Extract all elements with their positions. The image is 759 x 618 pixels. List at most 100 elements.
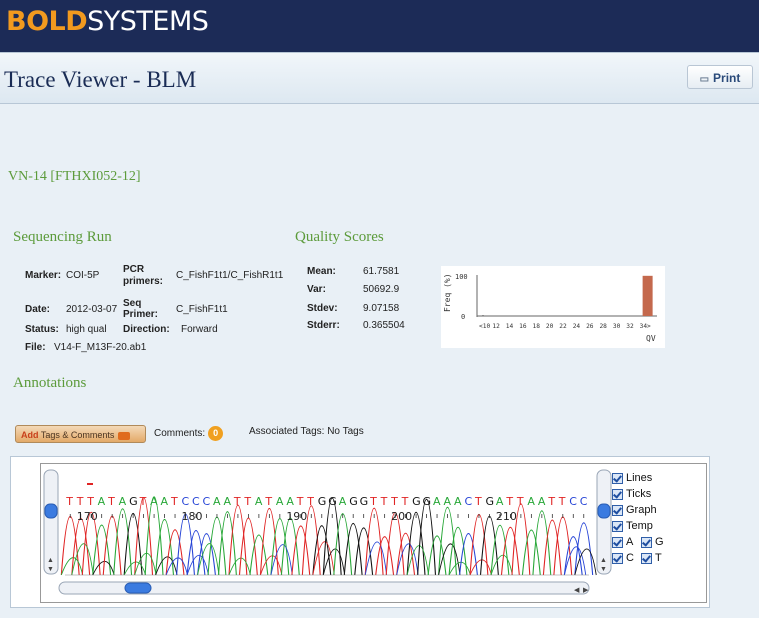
base-call: C	[569, 495, 577, 508]
base-call: A	[119, 495, 127, 508]
position-label: 170	[77, 510, 98, 523]
temp-checkbox[interactable]: Temp	[612, 520, 653, 532]
base-call: A	[444, 495, 452, 508]
sequencing-run-heading: Sequencing Run	[13, 229, 112, 245]
base-call: A	[286, 495, 294, 508]
base-call: A	[150, 495, 158, 508]
trace-peak	[92, 524, 112, 576]
c-base-checkbox[interactable]: C	[612, 552, 634, 564]
printer-icon: ▭	[699, 74, 710, 85]
seq-primer-value: C_FishF1t1	[176, 304, 228, 315]
trace-peak	[238, 517, 258, 576]
base-call: T	[86, 495, 94, 508]
x-tick-label: 16	[519, 323, 527, 330]
comments-count-badge[interactable]: 0	[208, 426, 224, 441]
trace-peak	[385, 511, 405, 576]
cursor-marker	[87, 483, 93, 485]
g-base-checkbox[interactable]: G	[641, 536, 664, 548]
base-call: T	[390, 495, 398, 508]
base-call: A	[433, 495, 441, 508]
vertical-scrollbar-track	[43, 469, 59, 575]
t-base-checkbox[interactable]: T	[641, 552, 662, 564]
stderr-value: 0.365504	[363, 320, 405, 331]
ticks-checkbox[interactable]: Ticks	[612, 488, 651, 500]
specimen-id: VN-14 [FTHXI052-12]	[8, 169, 141, 184]
base-call: G	[423, 495, 432, 508]
scroll-up-arrow-icon: ▲	[600, 557, 607, 564]
trace-secondary-peak	[71, 543, 94, 576]
trace-peak	[280, 517, 300, 576]
mean-label: Mean:	[307, 266, 336, 277]
stdev-value: 9.07158	[363, 303, 400, 314]
trace-secondary-peak	[312, 541, 335, 576]
scroll-down-arrow-icon: ▼	[47, 566, 54, 573]
trace-peak	[322, 497, 342, 576]
base-call: A	[527, 495, 535, 508]
right-scrollbar-thumb	[597, 503, 611, 519]
file-label: File:	[25, 342, 46, 353]
x-tick-label: <10	[479, 323, 490, 330]
pcr-label-2: primers:	[123, 276, 164, 287]
page-title: Trace Viewer - BLM	[4, 67, 197, 92]
add-tags-comments-button[interactable]: Add Tags & Comments	[15, 425, 146, 443]
comments-count[interactable]: Comments:0	[154, 426, 224, 441]
trace-secondary-peak	[438, 543, 461, 576]
base-call: T	[296, 495, 304, 508]
bold-systems-logo[interactable]: BOLDSYSTEMS	[6, 6, 209, 37]
trace-secondary-peak	[123, 561, 147, 576]
graph-checkbox[interactable]: Graph	[612, 504, 657, 516]
base-call: G	[129, 495, 138, 508]
base-call: C	[580, 495, 588, 508]
x-tick-label: 22	[559, 323, 567, 330]
trace-peak	[343, 523, 363, 576]
title-bar: Trace Viewer - BLM ▭Print	[0, 52, 759, 104]
base-call: T	[264, 495, 272, 508]
y-tick-label: 0	[461, 313, 465, 321]
base-call: T	[170, 495, 178, 508]
scroll-right-arrow-icon: ▶	[583, 587, 589, 594]
base-call: T	[474, 495, 482, 508]
base-call: T	[401, 495, 409, 508]
base-call: A	[538, 495, 546, 508]
trace-peak	[113, 508, 133, 576]
base-call: A	[213, 495, 221, 508]
checkbox-checked-icon	[612, 488, 623, 500]
trace-peak	[312, 525, 332, 576]
base-call: T	[107, 495, 115, 508]
base-call: A	[339, 495, 347, 508]
print-button[interactable]: ▭Print	[687, 65, 753, 89]
trace-peak	[217, 511, 237, 576]
trace-peak	[81, 511, 101, 576]
trace-peak	[459, 533, 478, 576]
date-label: Date:	[25, 304, 51, 315]
trace-peak	[469, 514, 489, 576]
status-label: Status:	[25, 324, 59, 335]
a-base-checkbox[interactable]: A	[612, 536, 633, 548]
trace-peak	[197, 533, 216, 576]
position-label: 200	[391, 510, 412, 523]
trace-peak	[511, 503, 531, 576]
x-tick-label: 30	[613, 323, 621, 330]
trace-peak	[521, 529, 541, 576]
lines-checkbox[interactable]: Lines	[612, 472, 652, 484]
base-call: T	[65, 495, 73, 508]
base-call: T	[76, 495, 84, 508]
stderr-label: Stderr:	[307, 320, 340, 331]
x-tick-label: 14	[506, 323, 514, 330]
trace-peak	[479, 516, 499, 576]
scroll-up-arrow-icon: ▲	[47, 557, 54, 564]
base-call: T	[306, 495, 314, 508]
annotations-heading: Annotations	[13, 375, 87, 391]
seq-primer-label-2: Primer:	[123, 309, 159, 320]
trace-peak	[490, 524, 510, 576]
trace-peak	[249, 534, 269, 576]
direction-value: Forward	[181, 324, 218, 335]
checkbox-checked-icon	[641, 536, 652, 548]
var-label: Var:	[307, 284, 326, 295]
trace-peak	[574, 522, 594, 576]
trace-peak	[228, 504, 248, 576]
trace-secondary-peak	[322, 548, 346, 576]
horizontal-scrollbar-track	[58, 581, 590, 595]
